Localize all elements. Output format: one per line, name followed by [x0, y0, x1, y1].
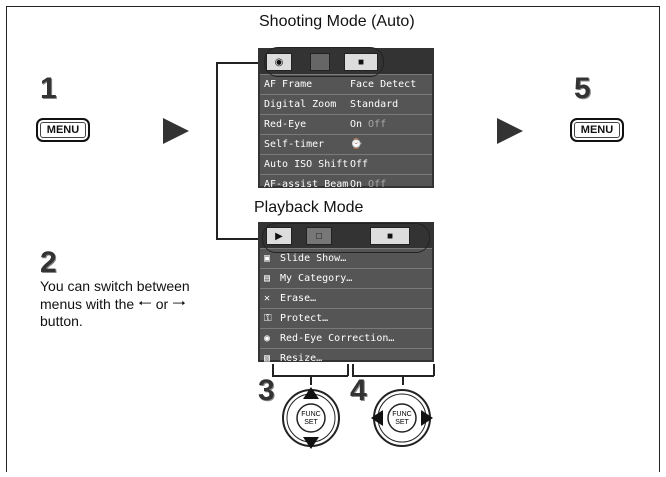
step-1-number: 1	[40, 72, 57, 105]
my-menu-icon: ■	[357, 56, 365, 68]
svg-text:FUNC: FUNC	[301, 411, 320, 418]
control-dial-up-down[interactable]: FUNC SET	[279, 386, 343, 450]
shooting-menu-row[interactable]: Self-timer ⌚	[260, 134, 432, 154]
slideshow-icon: ▣	[264, 253, 271, 264]
step-4-number: 4	[350, 374, 367, 407]
note-text: menus with the	[40, 296, 135, 312]
menu-row-value: Off	[350, 159, 369, 170]
note-line-1: You can switch between	[40, 278, 190, 294]
right-arrow-icon: 🠂	[172, 294, 186, 313]
bracket-line	[310, 375, 312, 385]
right-arrow-icon	[497, 118, 523, 144]
print-tab[interactable]: □	[306, 227, 332, 245]
bracket-line	[402, 375, 404, 385]
menu-button-label: MENU	[46, 124, 80, 136]
category-icon: ▤	[264, 273, 271, 284]
menu-row-value: ⌚	[350, 139, 363, 150]
shooting-menu-row[interactable]: Digital Zoom Standard	[260, 94, 432, 114]
menu-row-label: Red-Eye Correction…	[280, 333, 395, 344]
note-line-3: button.	[40, 313, 83, 329]
right-arrow-icon	[163, 118, 189, 144]
connector-line	[216, 62, 264, 64]
menu-row-label: Red-Eye	[264, 119, 307, 130]
my-menu-tab[interactable]: ■	[370, 227, 410, 245]
menu-row-value: On	[350, 179, 363, 190]
playback-menu-row[interactable]: ▤ My Category…	[260, 268, 432, 288]
playback-menu-row[interactable]: ▣ Slide Show…	[260, 248, 432, 268]
tab-highlight-oval	[262, 223, 430, 253]
print-icon: □	[315, 230, 323, 242]
playback-menu-row[interactable]: ✕ Erase…	[260, 288, 432, 308]
menu-row-value: Standard	[350, 99, 399, 110]
playback-menu-screen: ▶ □ ■ ▣ Slide Show… ▤ My Category… ✕ Erase… ⚿ P…	[258, 222, 434, 364]
menu-row-value: Face Detect	[350, 79, 417, 90]
playback-menu-row[interactable]: ◉ Red-Eye Correction…	[260, 328, 432, 348]
connector-line	[216, 238, 264, 240]
menu-button-left[interactable]: MENU	[36, 118, 90, 142]
bracket-line	[347, 364, 349, 376]
menu-row-label: Slide Show…	[280, 253, 347, 264]
menu-row-label: Erase…	[280, 293, 317, 304]
wrench-tab[interactable]	[310, 53, 330, 71]
svg-text:FUNC: FUNC	[392, 411, 411, 418]
playback-menu-row[interactable]: ▧ Resize…	[260, 348, 432, 368]
bracket-line	[352, 375, 434, 377]
step-3-number: 3	[258, 374, 275, 407]
bracket-line	[272, 364, 274, 376]
tab-highlight-oval	[264, 47, 384, 77]
my-menu-tab[interactable]: ■	[344, 53, 378, 71]
note-or: or	[155, 296, 169, 312]
note-line-2: menus with the 🠀 or 🠂	[40, 295, 240, 313]
my-menu-icon: ■	[386, 230, 394, 242]
protect-icon: ⚿	[264, 313, 272, 324]
step-2-note: You can switch between menus with the 🠀 …	[40, 278, 240, 330]
shooting-mode-title: Shooting Mode (Auto)	[259, 13, 415, 30]
svg-text:SET: SET	[304, 419, 318, 426]
playback-tab-bar: ▶ □ ■	[260, 224, 432, 248]
menu-row-label: AF-assist Beam	[264, 179, 349, 190]
page-frame	[6, 6, 660, 472]
step-2-number: 2	[40, 246, 57, 279]
menu-row-label: Self-timer	[264, 139, 325, 150]
shooting-menu-row[interactable]: Red-Eye On Off	[260, 114, 432, 134]
menu-row-label: Resize…	[280, 353, 323, 364]
menu-row-label: Auto ISO Shift	[264, 159, 349, 170]
menu-button-label: MENU	[580, 124, 614, 136]
menu-row-label: My Category…	[280, 273, 353, 284]
connector-line	[216, 62, 218, 239]
shooting-menu-row[interactable]: AF Frame Face Detect	[260, 74, 432, 94]
step-5-number: 5	[574, 72, 591, 105]
menu-row-label: Protect…	[280, 313, 329, 324]
menu-row-label: AF Frame	[264, 79, 313, 90]
playback-mode-title: Playback Mode	[254, 199, 364, 216]
erase-icon: ✕	[264, 293, 271, 304]
svg-text:SET: SET	[395, 419, 409, 426]
left-arrow-icon: 🠀	[138, 294, 152, 313]
resize-icon: ▧	[264, 353, 271, 364]
camera-icon: ◉	[274, 56, 284, 68]
shooting-tab-bar: ◉ ■	[260, 50, 432, 74]
play-icon: ▶	[275, 230, 283, 242]
bracket-line	[352, 364, 354, 376]
menu-row-value: On	[350, 119, 363, 130]
menu-row-label: Digital Zoom	[264, 99, 337, 110]
playback-menu-row[interactable]: ⚿ Protect…	[260, 308, 432, 328]
menu-row-alt-value: Off	[368, 119, 387, 130]
control-dial-left-right[interactable]: FUNC SET	[370, 386, 434, 450]
menu-button-right[interactable]: MENU	[570, 118, 624, 142]
redeye-icon: ◉	[264, 333, 271, 344]
menu-row-alt-value: Off	[368, 179, 387, 190]
bracket-line	[433, 364, 435, 376]
